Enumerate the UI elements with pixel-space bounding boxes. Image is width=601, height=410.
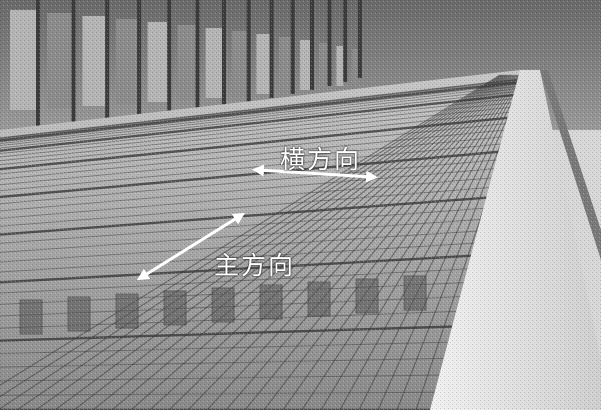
lateral-direction-arrow	[252, 164, 378, 183]
main-direction-arrow	[136, 212, 246, 281]
lateral-direction-label: 横方向	[280, 145, 362, 174]
main-direction-label: 主方向	[214, 251, 296, 280]
